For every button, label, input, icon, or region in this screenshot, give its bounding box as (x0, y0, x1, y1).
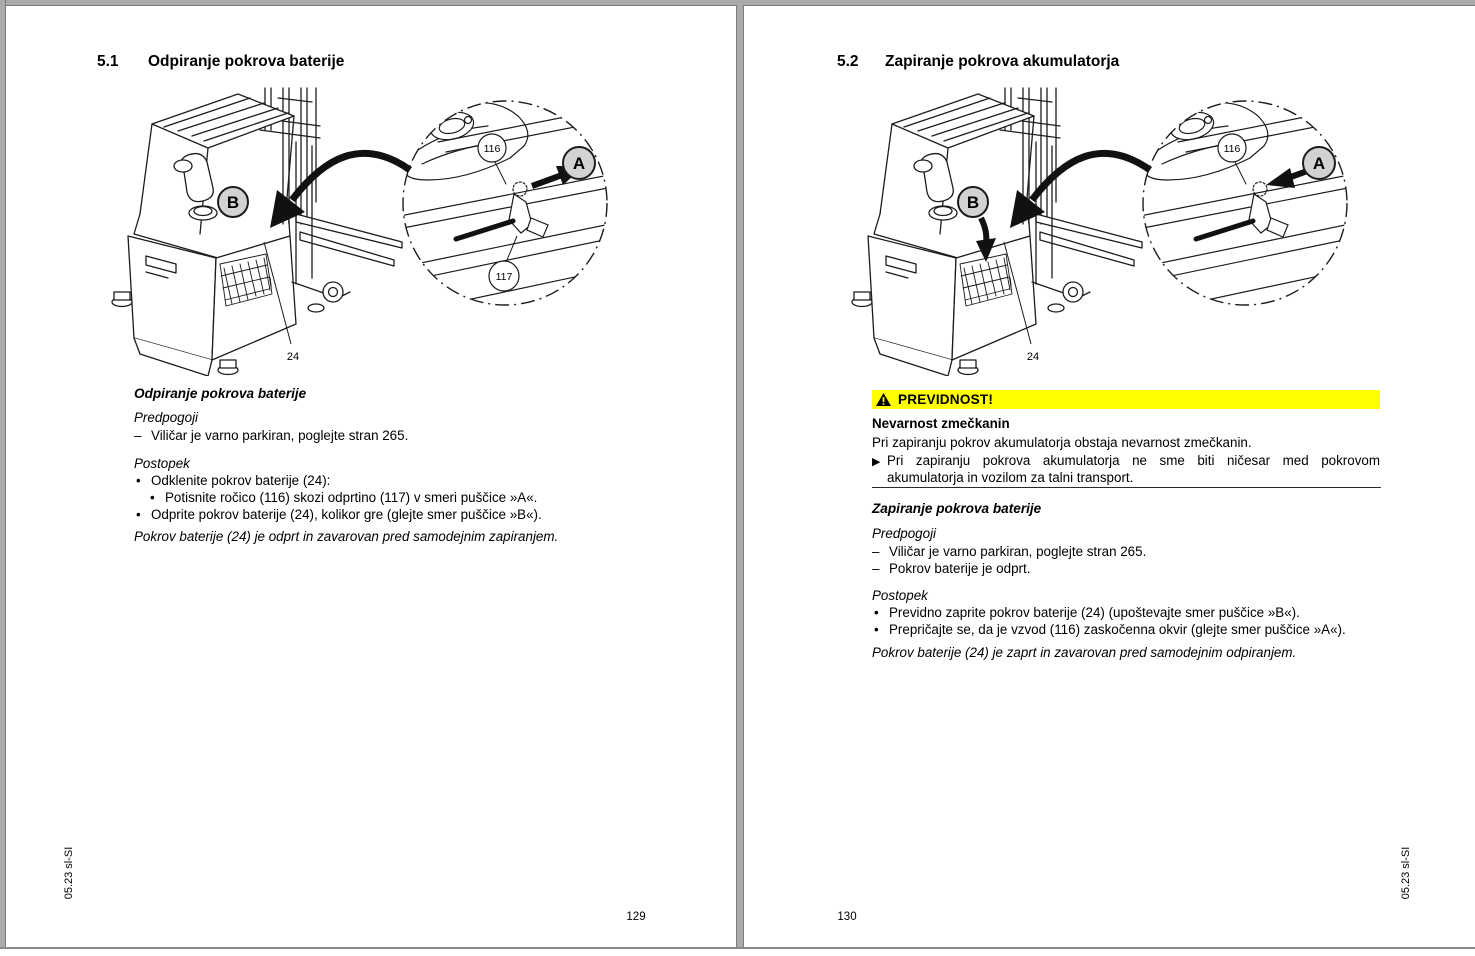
list-item: –Viličar je varno parkiran, poglejte str… (872, 544, 1386, 561)
direction-badge-b: B (227, 193, 239, 212)
list-item-text: Potisnite ročico (116) skozi odprtino (1… (165, 489, 538, 505)
list-item-text: Viličar je varno parkiran, poglejte stra… (889, 544, 1147, 559)
callout-116: 116 (484, 143, 501, 155)
action-marker: ▶ (872, 456, 881, 468)
list-item: • Odklenite pokrov baterije (24): (134, 473, 648, 490)
callout-117: 117 (496, 271, 513, 283)
page-number: 129 (626, 911, 646, 923)
list-item-text: Prepričajte se, da je vzvod (116) zaskoč… (889, 621, 1346, 637)
warning-triangle-icon (876, 392, 891, 406)
bullet-marker: • (136, 473, 141, 488)
procedure-list: •Odklenite pokrov baterije (24): •Potisn… (134, 473, 648, 524)
bullet-marker: • (874, 621, 879, 637)
page-gutter (736, 5, 744, 948)
warning-instruction-text: Pri zapiranju pokrova akumulatorja ne sm… (887, 453, 1380, 485)
list-item-text: Previdno zaprite pokrov baterije (24) (u… (889, 605, 1300, 620)
list-item-text: Odprite pokrov baterije (24), kolikor gr… (151, 507, 542, 522)
viewer-frame-bottom (0, 947, 1475, 949)
part-label-24: 24 (287, 351, 299, 363)
edge-version-label: 05.23 sl-SI (1400, 846, 1412, 900)
dash-marker: – (872, 544, 880, 559)
section-number: 5.1 (97, 53, 119, 70)
page-129: 5.1 Odpiranje pokrova baterije 24 117 11… (6, 6, 735, 947)
bullet-marker: • (150, 489, 155, 505)
prerequisites-list: –Viličar je varno parkiran, poglejte str… (134, 428, 648, 445)
direction-badge-a: A (573, 154, 585, 173)
bullet-marker: • (874, 605, 879, 620)
dash-marker: – (134, 428, 142, 443)
bullet-marker: • (136, 507, 141, 522)
subheading: Odpiranje pokrova baterije (134, 386, 307, 401)
prerequisites-label: Predpogoji (134, 410, 199, 425)
result-text: Pokrov baterije (24) je odprt in zavarov… (134, 529, 559, 544)
figure-open-battery-cover: 24 117 116 A B (111, 87, 640, 376)
warning-label: PREVIDNOST! (898, 392, 994, 407)
procedure-label: Postopek (872, 588, 928, 603)
list-item: • Potisnite ročico (116) skozi odprtino (… (148, 490, 648, 507)
procedure-list: • Previdno zaprite pokrov baterije (24) (… (872, 605, 1386, 638)
dash-marker: – (872, 560, 880, 576)
list-item-text: Viličar je varno parkiran, poglejte stra… (151, 428, 409, 443)
list-item-text: Pokrov baterije je odprt. (889, 560, 1031, 576)
warning-instruction: ▶ Pri zapiranju pokrova akumulatorja ne s… (872, 453, 1380, 486)
subheading: Zapiranje pokrova baterije (872, 501, 1042, 516)
figure-close-battery-cover: 24 116 A B (851, 87, 1380, 376)
warning-banner: PREVIDNOST! (872, 390, 1380, 409)
direction-badge-b: B (967, 193, 979, 212)
page-number: 130 (837, 911, 857, 923)
list-item: –Pokrov baterije je odprt. (872, 561, 1386, 578)
hazard-title: Nevarnost zmečkanin (872, 416, 1010, 431)
part-label-24: 24 (1027, 351, 1039, 363)
callout-116: 116 (1224, 143, 1241, 155)
viewer-frame-left (0, 0, 6, 949)
list-item: –Viličar je varno parkiran, poglejte str… (134, 428, 648, 445)
edge-version-label: 05.23 sl-SI (63, 846, 75, 900)
list-item: • Prepričajte se, da je vzvod (116) zasko… (872, 622, 1386, 639)
prerequisites-list: –Viličar je varno parkiran, poglejte str… (872, 544, 1386, 577)
direction-badge-a: A (1313, 154, 1325, 173)
page-title: Zapiranje pokrova akumulatorja (885, 53, 1120, 70)
list-item: • Odprite pokrov baterije (24), kolikor g… (134, 507, 648, 524)
list-item-text: Odklenite pokrov baterije (24): (151, 473, 331, 488)
section-number: 5.2 (837, 53, 859, 70)
page-title: Odpiranje pokrova baterije (148, 53, 345, 70)
list-item: • Previdno zaprite pokrov baterije (24) (… (872, 605, 1386, 622)
result-text: Pokrov baterije (24) je zaprt in zavarov… (872, 645, 1297, 660)
procedure-label: Postopek (134, 456, 190, 471)
warning-divider (872, 487, 1381, 488)
page-130: 5.2 Zapiranje pokrova akumulatorja 24 11… (744, 6, 1475, 947)
prerequisites-label: Predpogoji (872, 526, 937, 541)
hazard-text: Pri zapiranju pokrov akumulatorja obstaj… (872, 435, 1252, 450)
